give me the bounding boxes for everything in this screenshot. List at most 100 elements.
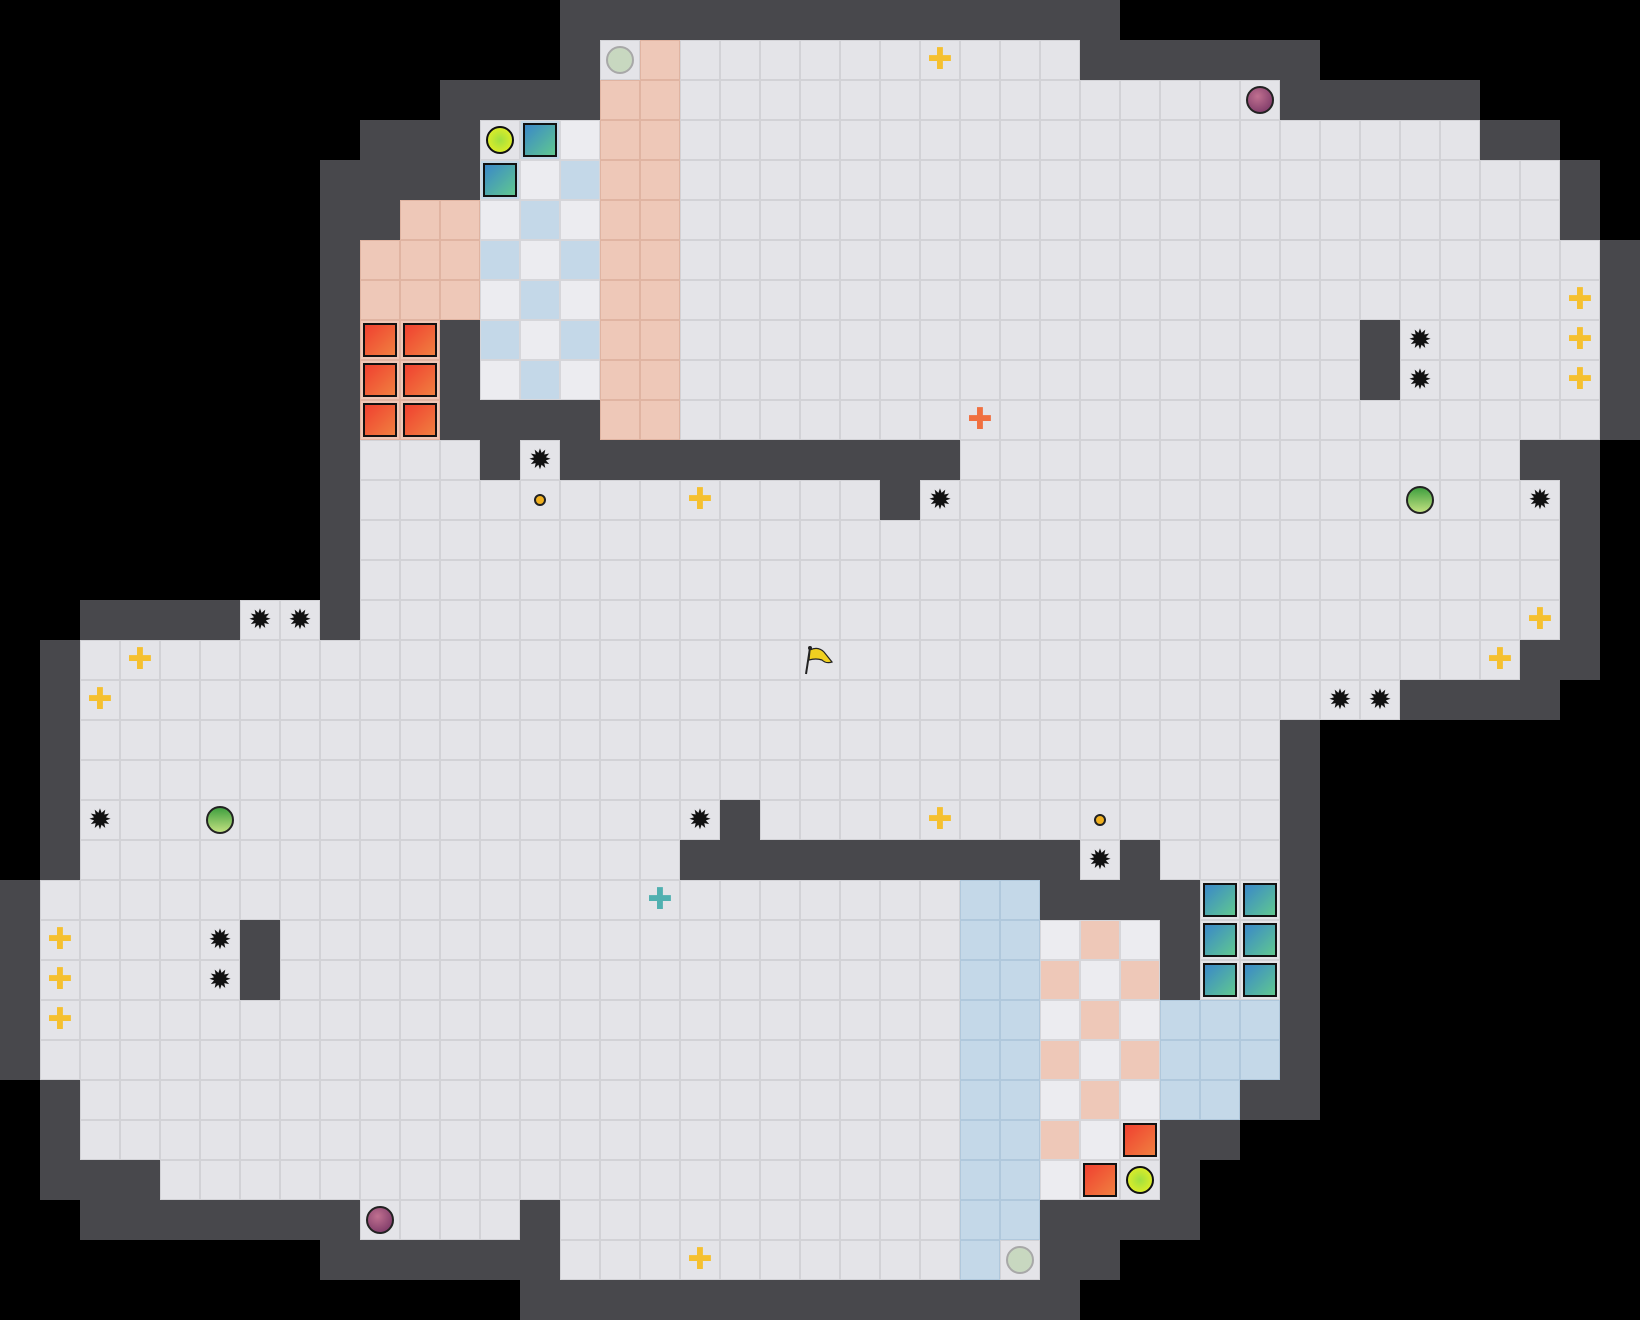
floor-tile [800,600,840,640]
floor-tile [600,520,640,560]
floor-tile [1160,840,1200,880]
floor-tile [400,880,440,920]
floor-tile [560,1040,600,1080]
floor-tile [680,200,720,240]
floor-tile [1160,80,1200,120]
floor-tile [1280,440,1320,480]
floor-tile [1480,480,1520,520]
wall-tile [120,1160,160,1200]
floor-tile [480,560,520,600]
wall-tile [1560,640,1600,680]
floor-tile [840,680,880,720]
floor-tile [160,1000,200,1040]
floor-tile [1200,560,1240,600]
floor-tile [1000,560,1040,600]
floor-tile [520,840,560,880]
floor-tile [760,280,800,320]
floor-tile [80,840,120,880]
floor-tile [600,1240,640,1280]
button-icon [520,480,560,520]
floor-tile [1200,400,1240,440]
floor-tile [720,400,760,440]
wall-tile [560,40,600,80]
floor-tile [40,920,80,960]
floor-tile [400,840,440,880]
floor-tile [760,40,800,80]
floor-tile [1000,400,1040,440]
wall-tile [800,840,840,880]
floor-tile [800,1000,840,1040]
wall-tile [1000,840,1040,880]
floor-tile [240,760,280,800]
blue-checker-tile [520,240,560,280]
floor-tile [40,1040,80,1080]
floor-tile [1320,400,1360,440]
floor-tile [680,160,720,200]
floor-tile [1240,400,1280,440]
floor-tile [920,1240,960,1280]
floor-tile [120,840,160,880]
wall-tile [840,0,880,40]
floor-tile [640,720,680,760]
floor-tile [1160,640,1200,680]
wall-tile [40,840,80,880]
floor-tile [640,840,680,880]
floor-tile [1000,760,1040,800]
floor-tile [1240,280,1280,320]
floor-tile [1200,600,1240,640]
floor-tile [1120,160,1160,200]
floor-tile [360,840,400,880]
floor-tile [760,960,800,1000]
floor-tile [280,960,320,1000]
floor-tile [800,1160,840,1200]
floor-tile [880,120,920,160]
floor-tile [800,800,840,840]
floor-tile [360,440,400,480]
wall-tile [920,840,960,880]
wall-tile [400,120,440,160]
wall-tile [760,440,800,480]
floor-tile [320,1120,360,1160]
floor-tile [1120,600,1160,640]
floor-tile [720,880,760,920]
floor-tile [840,1240,880,1280]
floor-tile [1520,520,1560,560]
floor-tile [1080,680,1120,720]
floor-tile [1320,240,1360,280]
floor-tile [1040,280,1080,320]
floor-tile [360,960,400,1000]
floor-tile [200,720,240,760]
wall-tile [320,400,360,440]
floor-tile [320,1040,360,1080]
floor-tile [80,760,120,800]
wall-tile [80,1160,120,1200]
wall-tile [560,80,600,120]
floor-tile [1280,160,1320,200]
floor-tile [720,920,760,960]
wall-tile [1120,880,1160,920]
red-tile [360,240,400,280]
spike-icon: ✹ [528,443,552,476]
floor-tile [360,480,400,520]
floor-tile [320,840,360,880]
floor-tile [520,720,560,760]
wall-tile [360,1240,400,1280]
wall-tile [1120,840,1160,880]
wall-tile [1080,880,1120,920]
floor-tile [680,640,720,680]
red-tile [400,240,440,280]
floor-tile [720,1040,760,1080]
wall-tile [640,0,680,40]
wall-tile [40,720,80,760]
boost-icon: ✚ [1567,282,1593,317]
floor-tile [480,1000,520,1040]
boost-icon: ✚ [47,1002,73,1037]
floor-tile [840,1040,880,1080]
floor-tile [760,320,800,360]
floor-tile [920,1160,960,1200]
floor-tile [1440,400,1480,440]
boost-icon: ✚ [127,642,153,677]
floor-tile [880,240,920,280]
floor-tile [880,800,920,840]
floor-tile [200,1120,240,1160]
